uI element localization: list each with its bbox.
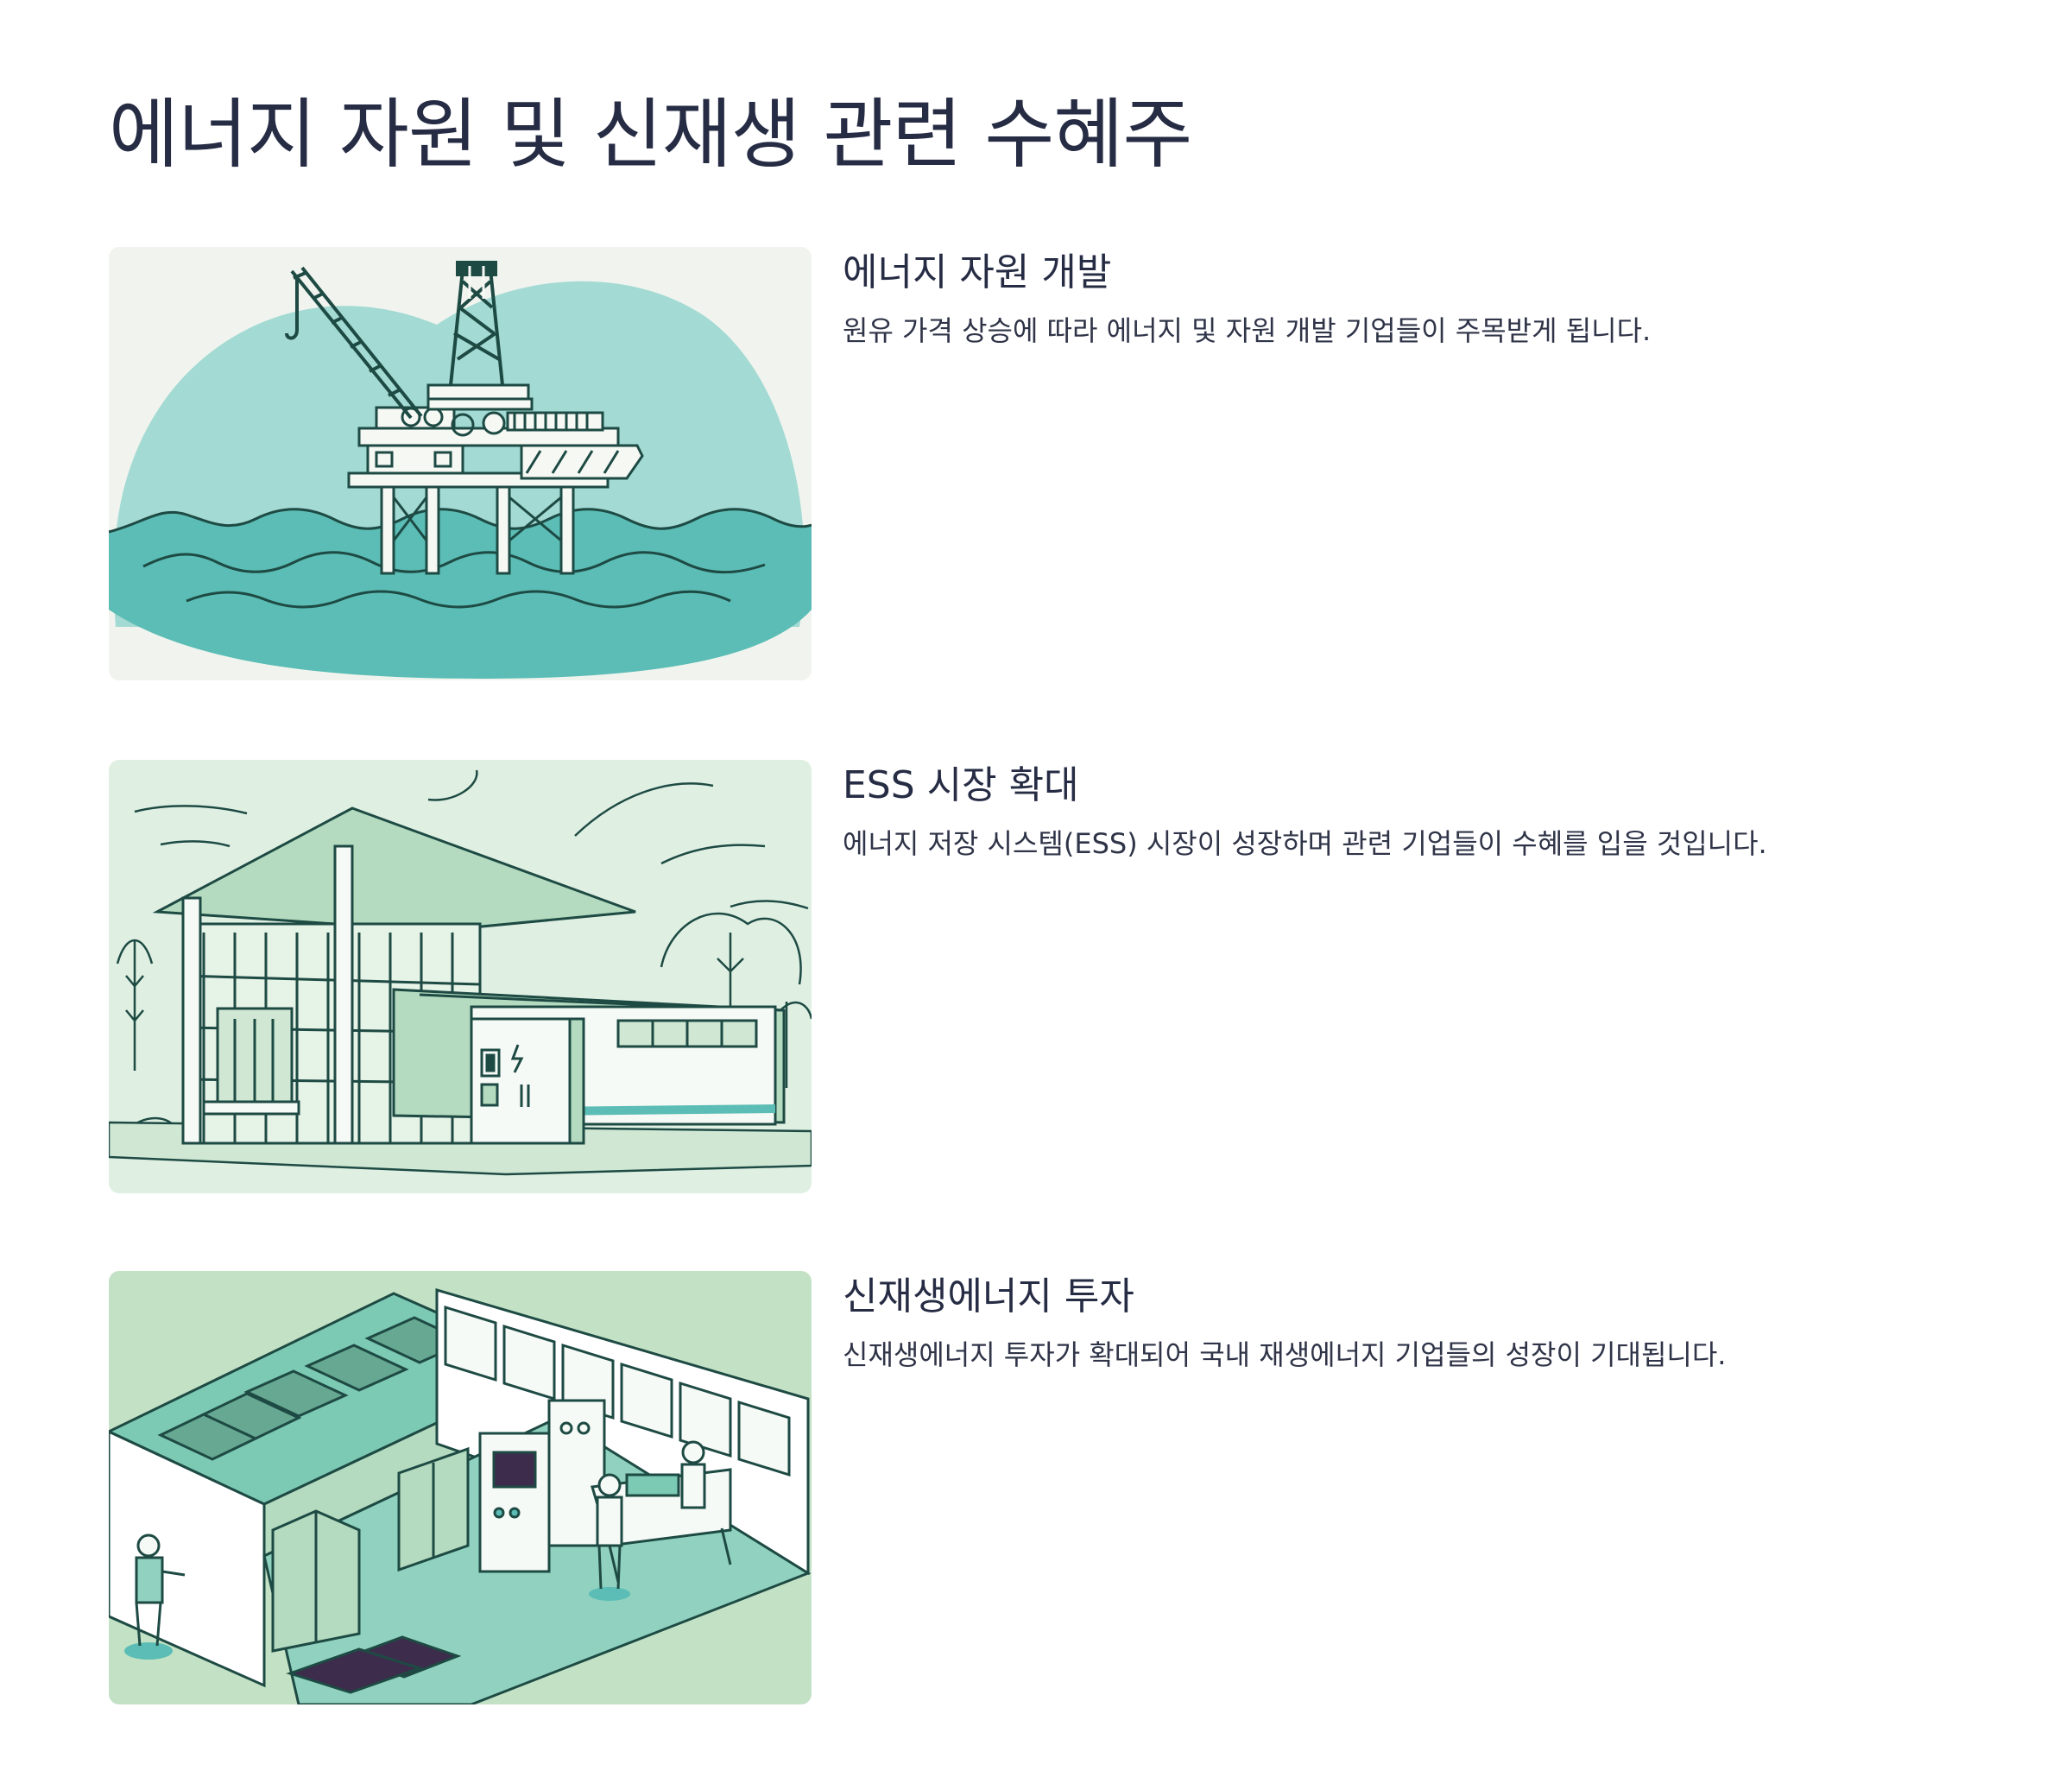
illustration-card [109,1271,812,1704]
oil-rig-icon [109,247,812,680]
page-title: 에너지 자원 및 신재생 관련 수혜주 [109,90,1192,179]
illustration-card [109,247,812,680]
section-description: 에너지 저장 시스템(ESS) 시장이 성장하며 관련 기업들이 수혜를 입을 … [843,827,1767,860]
renewable-factory-icon [109,1271,812,1704]
section-text: 에너지 자원 개발 원유 가격 상승에 따라 에너지 및 자원 개발 기업들이 … [843,247,1965,351]
illustration-card [109,760,812,1193]
section-description: 원유 가격 상승에 따라 에너지 및 자원 개발 기업들이 주목받게 됩니다. [843,314,1652,347]
section-description: 신재생에너지 투자가 확대되어 국내 재생에너지 기업들의 성장이 기대됩니다. [843,1338,1727,1371]
section-heading: 신재생에너지 투자 [843,1274,1134,1319]
section-heading: 에너지 자원 개발 [843,250,1112,294]
section-renewable-investment: 신재생에너지 투자 신재생에너지 투자가 확대되어 국내 재생에너지 기업들의 … [109,1271,2008,1704]
section-heading: ESS 시장 확대 [843,763,1079,807]
section-ess-market: ESS 시장 확대 에너지 저장 시스템(ESS) 시장이 성장하며 관련 기업… [109,760,2008,1193]
section-text: ESS 시장 확대 에너지 저장 시스템(ESS) 시장이 성장하며 관련 기업… [843,760,1965,863]
section-text: 신재생에너지 투자 신재생에너지 투자가 확대되어 국내 재생에너지 기업들의 … [843,1271,1965,1375]
section-energy-resources: 에너지 자원 개발 원유 가격 상승에 따라 에너지 및 자원 개발 기업들이 … [109,247,2008,680]
energy-storage-building-icon [109,760,812,1193]
